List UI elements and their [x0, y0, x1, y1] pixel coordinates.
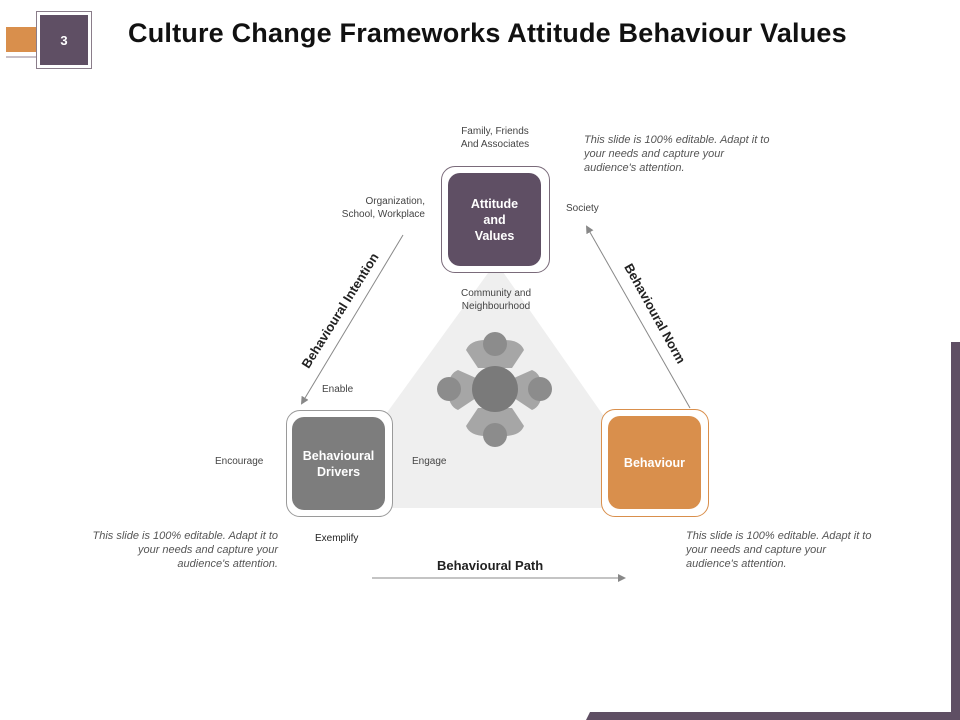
community-label: Community and Neighbourhood: [460, 288, 532, 312]
intention-arrow: [300, 234, 404, 405]
accent-line: [6, 56, 36, 58]
behavioural-drivers-box: Behavioural Drivers: [292, 417, 385, 510]
page-title: Culture Change Frameworks Attitude Behav…: [128, 18, 847, 48]
enable-label: Enable: [322, 384, 354, 395]
exemplify-label: Exemplify: [315, 533, 359, 544]
organization-label: Organization, School, Workplace: [341, 196, 425, 220]
note-top-right: This slide is 100% editable. Adapt it to…: [584, 134, 770, 174]
corner-bar-bottom: [586, 712, 960, 720]
engage-label: Engage: [412, 456, 447, 467]
accent-bar: [6, 27, 36, 52]
note-bottom-right: This slide is 100% editable. Adapt it to…: [686, 530, 872, 570]
attitude-values-box: Attitude and Values: [448, 173, 541, 266]
people-around-table-icon: [437, 332, 552, 447]
slide-number: 3: [40, 15, 88, 65]
behavioural-path-label: Behavioural Path: [437, 558, 544, 573]
note-bottom-left: This slide is 100% editable. Adapt it to…: [92, 530, 278, 570]
norm-arrow: [586, 225, 691, 409]
encourage-label: Encourage: [215, 456, 264, 467]
corner-bar-right: [951, 342, 960, 720]
family-label: Family, Friends And Associates: [460, 126, 530, 150]
society-label: Society: [566, 203, 599, 214]
behaviour-box: Behaviour: [608, 416, 701, 509]
